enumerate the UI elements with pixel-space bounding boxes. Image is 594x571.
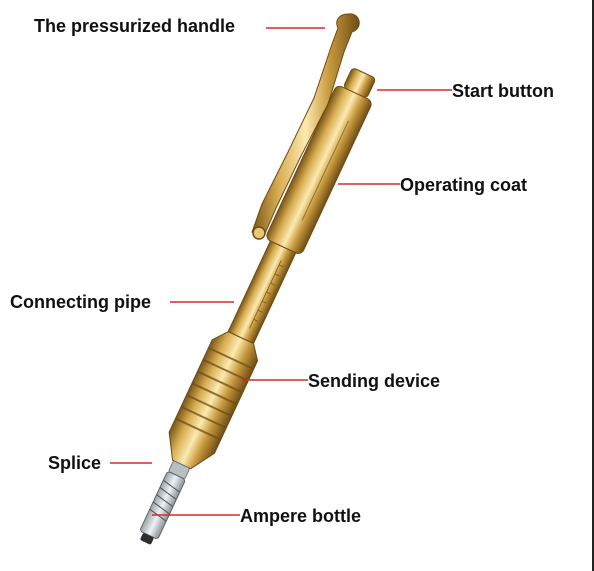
- handle-pivot: [252, 226, 266, 240]
- pen-body: [140, 68, 376, 545]
- ampere-bottle: [140, 471, 186, 539]
- label-connecting-pipe: Connecting pipe: [10, 292, 151, 312]
- sending-device-rings: [175, 346, 255, 441]
- bottle-tip: [140, 533, 154, 545]
- engraving: [301, 120, 349, 221]
- leader-lines: [110, 27, 452, 516]
- label-pressurized-handle: The pressurized handle: [34, 16, 236, 36]
- label-splice: Splice: [48, 453, 102, 473]
- connecting-pipe: [227, 240, 297, 345]
- label-start-button: Start button: [452, 81, 554, 101]
- pipe-scale: [249, 260, 284, 329]
- label-ampere-bottle: Ampere bottle: [240, 506, 362, 526]
- label-operating-coat: Operating coat: [400, 175, 528, 195]
- label-sending-device: Sending device: [308, 371, 441, 391]
- frame-edge: [592, 0, 594, 571]
